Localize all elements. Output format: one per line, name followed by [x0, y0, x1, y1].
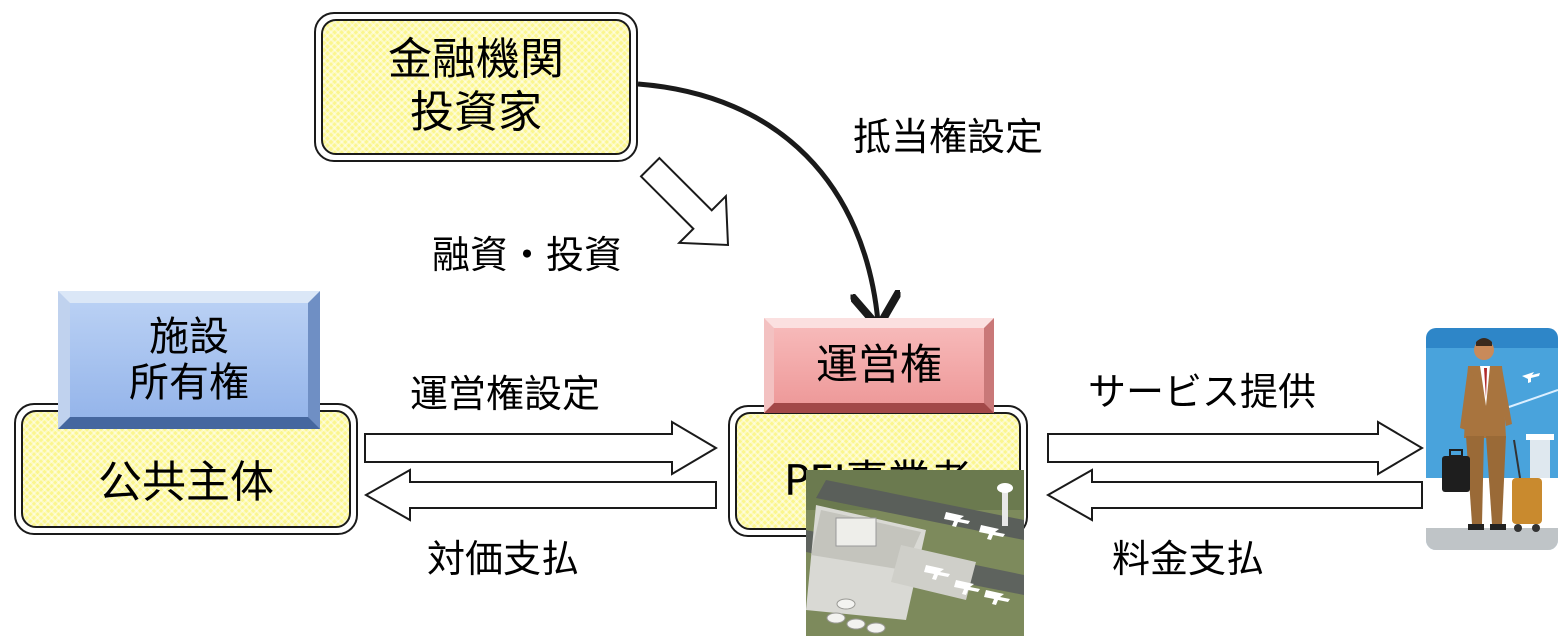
consideration-payment-label: 対価支払	[427, 537, 580, 581]
mortgage-label: 抵当権設定	[853, 115, 1044, 159]
public-body-label: 公共主体	[98, 457, 274, 509]
operating-right-label: 運営権	[815, 340, 942, 390]
business-traveler-illustration	[1426, 328, 1558, 550]
fee-payment-label: 料金支払	[1112, 537, 1265, 581]
service-provision-label: サービス提供	[1088, 370, 1317, 414]
airport-illustration	[806, 470, 1024, 636]
financing-label: 融資・投資	[432, 233, 623, 277]
finance-label: 金融機関	[388, 34, 564, 86]
service-provision-arrow	[1047, 420, 1424, 476]
consideration-payment-arrow	[363, 468, 717, 522]
mortgage-arrow	[637, 81, 878, 322]
operating-right-arrow	[364, 420, 718, 476]
facility-label: 施設	[149, 314, 229, 360]
operating-right-setting-label: 運営権設定	[410, 372, 601, 416]
facility-ownership-box: 施設 所有権	[58, 291, 320, 429]
operating-right-box: 運営権	[764, 318, 994, 413]
investor-label: 投資家	[410, 87, 542, 138]
ownership-label: 所有権	[129, 360, 249, 406]
financing-arrow	[639, 156, 730, 247]
finance-investor-box: 金融機関 投資家	[314, 12, 638, 162]
fee-payment-arrow	[1045, 468, 1423, 522]
